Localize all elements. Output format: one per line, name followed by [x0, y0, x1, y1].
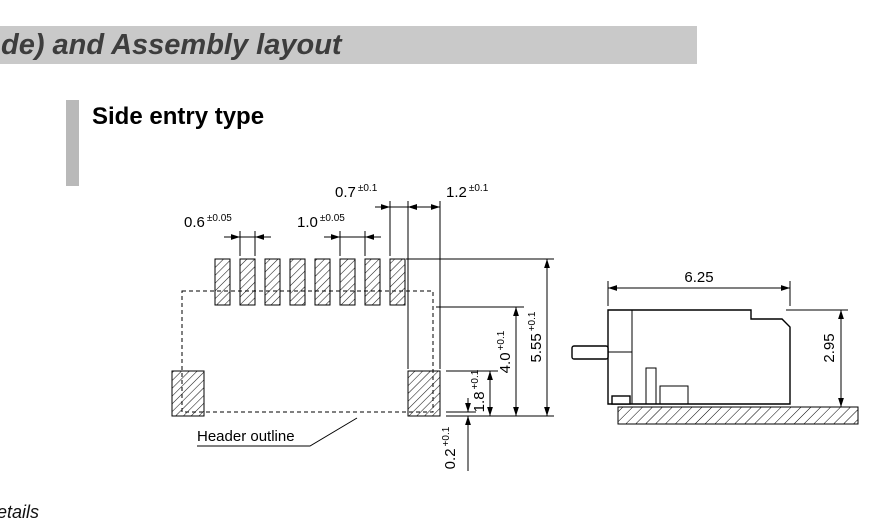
header-outline-callout: Header outline [197, 417, 358, 447]
header-outline [181, 290, 434, 413]
pad-layout-view: 0.6±0.05 1.0±0.05 0.7±0.1 1.2±0.1 [171, 183, 554, 471]
page-header-bar: de) and Assembly layout [0, 26, 697, 64]
dim-end-pad-height-label: 1.8+0.1 [470, 369, 488, 412]
contact-pad [289, 258, 306, 306]
dim-outline-offset-label: 0.2+0.1 [441, 426, 459, 469]
dim-side-height: 2.95 [786, 309, 848, 407]
dim-side-height-label: 2.95 [821, 333, 838, 362]
solder-leg [611, 395, 631, 405]
dim-end-pad-width: 1.2±0.1 [407, 183, 489, 369]
dim-pitch-label: 1.0±0.05 [297, 213, 345, 231]
contact-pad [364, 258, 381, 306]
dim-row-height: 4.0+0.1 [436, 306, 524, 416]
section-accent-bar [66, 100, 79, 186]
contact-pad [239, 258, 256, 306]
dim-row-height-label: 4.0+0.1 [496, 330, 514, 373]
pcb-section [617, 406, 859, 425]
mounting-pad-right [407, 370, 441, 417]
dim-side-width-label: 6.25 [684, 269, 713, 286]
contact-pad [214, 258, 231, 306]
dim-side-width: 6.25 [607, 269, 791, 306]
side-view: 6.25 2.95 [571, 269, 859, 425]
contact-pad [314, 258, 331, 306]
contact-detail [645, 367, 657, 405]
dim-outline-offset: 0.2+0.1 [441, 398, 476, 471]
dim-gap: 0.7±0.1 [335, 183, 423, 256]
dim-end-pad-height: 1.8+0.1 [446, 369, 498, 416]
fpc-tab [571, 345, 609, 360]
dim-pitch: 1.0±0.05 [297, 213, 381, 256]
dim-end-pad-width-label: 1.2±0.1 [446, 183, 489, 201]
page-title: de) and Assembly layout [1, 29, 342, 61]
dim-total-height: 5.55+0.1 [406, 258, 554, 417]
header-outline-label: Header outline [197, 428, 295, 445]
contact-pad [389, 258, 406, 306]
housing-step-detail [659, 385, 689, 405]
mounting-pad-left [171, 370, 205, 417]
footer-partial-text: etails [0, 502, 40, 522]
connector-body [607, 309, 791, 405]
dim-pad-width: 0.6±0.05 [184, 213, 271, 256]
contact-pads-row [214, 258, 406, 306]
dim-total-height-label: 5.55+0.1 [527, 311, 545, 362]
section-title: Side entry type [92, 103, 265, 130]
contact-pad [264, 258, 281, 306]
contact-pad [339, 258, 356, 306]
dim-pad-width-label: 0.6±0.05 [184, 213, 232, 231]
dim-gap-label: 0.7±0.1 [335, 183, 378, 201]
